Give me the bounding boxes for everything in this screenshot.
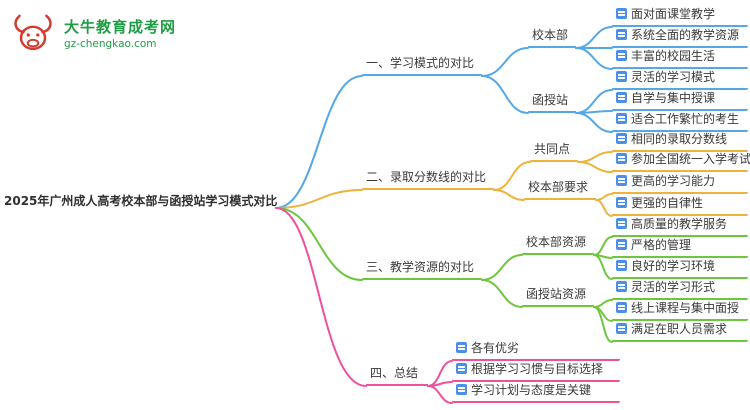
mindmap-leaf[interactable]: 适合工作繁忙的考生 — [612, 111, 748, 132]
subtopic-common-points: 共同点 — [530, 141, 578, 162]
mindmap-leaf[interactable]: 高质量的教学服务 — [612, 216, 748, 237]
leaf-label: 更高的学习能力 — [631, 174, 716, 188]
subtopic-campus: 校本部 — [528, 27, 576, 48]
mindmap-leaf[interactable]: 各有优劣 — [452, 340, 620, 361]
bull-icon — [14, 14, 52, 51]
leaf-label: 根据学习习惯与目标选择 — [471, 362, 604, 376]
mindmap-leaf[interactable]: 严格的管理 — [612, 237, 748, 258]
leaf-label: 自学与集中授课 — [631, 91, 716, 105]
link-icon — [616, 8, 627, 19]
connector — [427, 385, 453, 404]
mindmap-leaf[interactable]: 更高的学习能力 — [612, 173, 748, 194]
connector — [481, 279, 523, 308]
link-icon — [616, 302, 627, 313]
link-icon — [616, 218, 627, 229]
leaf-label: 相同的录取分数线 — [631, 132, 728, 146]
subtopic-correspondence: 函授站 — [528, 92, 576, 113]
mindmap-leaf[interactable]: 满足在职人员需求 — [612, 321, 748, 342]
mindmap-leaf[interactable]: 学习计划与态度是关键 — [452, 382, 620, 403]
link-icon — [616, 260, 627, 271]
link-icon — [616, 323, 627, 334]
connector — [481, 75, 529, 114]
logo-title: 大牛教育成考网 — [64, 17, 177, 36]
leaf-label: 线上课程与集中面授 — [631, 301, 740, 315]
connector — [577, 161, 613, 173]
connector — [595, 199, 613, 217]
connector-central-branch3 — [275, 207, 363, 281]
connector — [575, 26, 613, 49]
mindmap-leaf[interactable]: 线上课程与集中面授 — [612, 300, 748, 321]
link-icon — [456, 384, 467, 395]
branch-admission-score: 二、录取分数线的对比 — [362, 169, 494, 190]
leaf-label: 满足在职人员需求 — [631, 322, 728, 336]
leaf-label: 学习计划与态度是关键 — [471, 383, 592, 397]
site-logo[interactable]: 大牛教育成考网 gz-chengkao.com — [10, 8, 200, 60]
connector — [575, 47, 613, 70]
mindmap-leaf[interactable]: 良好的学习环境 — [612, 258, 748, 279]
mindmap-leaf[interactable]: 更强的自律性 — [612, 195, 748, 216]
link-icon — [616, 113, 627, 124]
connector-central-branch1 — [275, 75, 363, 209]
link-icon — [616, 50, 627, 61]
mindmap-leaf[interactable]: 丰富的校园生活 — [612, 48, 748, 69]
connector — [493, 189, 525, 201]
connector — [481, 47, 529, 77]
branch-summary: 四、总结 — [366, 365, 428, 386]
leaf-label: 严格的管理 — [631, 238, 692, 252]
connector — [593, 236, 613, 256]
mindmap-leaf[interactable]: 灵活的学习模式 — [612, 69, 748, 90]
leaf-label: 适合工作繁忙的考生 — [631, 112, 740, 126]
subtopic-campus-resources: 校本部资源 — [522, 234, 594, 255]
leaf-label: 系统全面的教学资源 — [631, 28, 740, 42]
link-icon — [616, 153, 627, 164]
link-icon — [456, 363, 467, 374]
mindmap-leaf[interactable]: 面对面课堂教学 — [612, 6, 748, 27]
mindmap-leaf[interactable]: 灵活的学习形式 — [612, 279, 748, 300]
link-icon — [616, 197, 627, 208]
mindmap-leaf[interactable]: 根据学习习惯与目标选择 — [452, 361, 620, 382]
connector — [593, 306, 613, 322]
leaf-label: 灵活的学习形式 — [631, 280, 716, 294]
leaf-label: 灵活的学习模式 — [631, 70, 716, 84]
connector — [575, 89, 613, 114]
connector-central-branch2 — [275, 189, 363, 209]
branch-teaching-resources: 三、教学资源的对比 — [362, 259, 482, 280]
mindmap-leaf[interactable]: 系统全面的教学资源 — [612, 27, 748, 48]
mindmap-leaf[interactable]: 参加全国统一入学考试 — [612, 151, 750, 172]
connector — [577, 151, 613, 163]
leaf-label: 更强的自律性 — [631, 196, 704, 210]
link-icon — [616, 175, 627, 186]
connector — [593, 254, 613, 280]
subtopic-correspondence-resources: 函授站资源 — [522, 286, 594, 307]
link-icon — [616, 71, 627, 82]
connector — [595, 193, 613, 201]
connector — [575, 110, 613, 114]
link-icon — [616, 239, 627, 250]
connector — [593, 306, 613, 343]
leaf-label: 丰富的校园生活 — [631, 49, 716, 63]
logo-domain: gz-chengkao.com — [64, 37, 157, 50]
link-icon — [616, 92, 627, 103]
connector — [427, 381, 453, 387]
leaf-label: 良好的学习环境 — [631, 259, 716, 273]
leaf-label: 面对面课堂教学 — [631, 7, 716, 21]
leaf-label: 参加全国统一入学考试 — [631, 152, 750, 166]
leaf-label: 各有优劣 — [471, 341, 520, 355]
subtopic-campus-requirements: 校本部要求 — [524, 179, 596, 200]
connector — [427, 360, 453, 387]
link-icon — [616, 281, 627, 292]
connector — [593, 254, 613, 259]
mindmap-leaf[interactable]: 相同的录取分数线 — [612, 131, 748, 152]
link-icon — [456, 342, 467, 353]
connector — [593, 299, 613, 308]
mindmap-leaf[interactable]: 自学与集中授课 — [612, 90, 748, 111]
connector — [575, 112, 613, 133]
connector-central-branch4 — [275, 207, 367, 387]
link-icon — [616, 133, 627, 144]
link-icon — [616, 29, 627, 40]
central-topic: 2025年广州成人高考校本部与函授站学习模式对比 — [4, 194, 278, 208]
connector — [481, 254, 523, 281]
leaf-label: 高质量的教学服务 — [631, 217, 728, 231]
branch-study-mode: 一、学习模式的对比 — [362, 55, 482, 76]
